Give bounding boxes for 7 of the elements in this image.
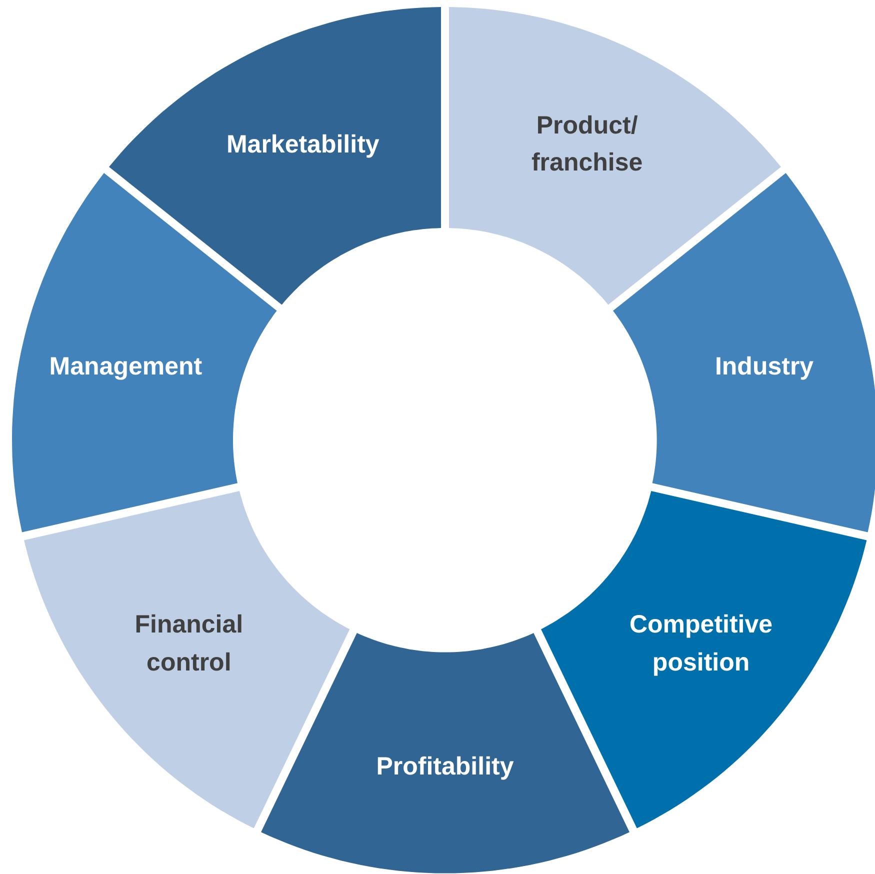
segment-label: Marketability bbox=[226, 129, 380, 160]
segment-label: Management bbox=[49, 351, 202, 382]
segment-label: Profitability bbox=[376, 752, 514, 783]
segment-label: Competitive position bbox=[628, 610, 774, 678]
segment-label: Product/ franchise bbox=[530, 110, 644, 179]
segment-label: Financial control bbox=[134, 610, 244, 678]
segment-label: Industry bbox=[714, 351, 814, 382]
